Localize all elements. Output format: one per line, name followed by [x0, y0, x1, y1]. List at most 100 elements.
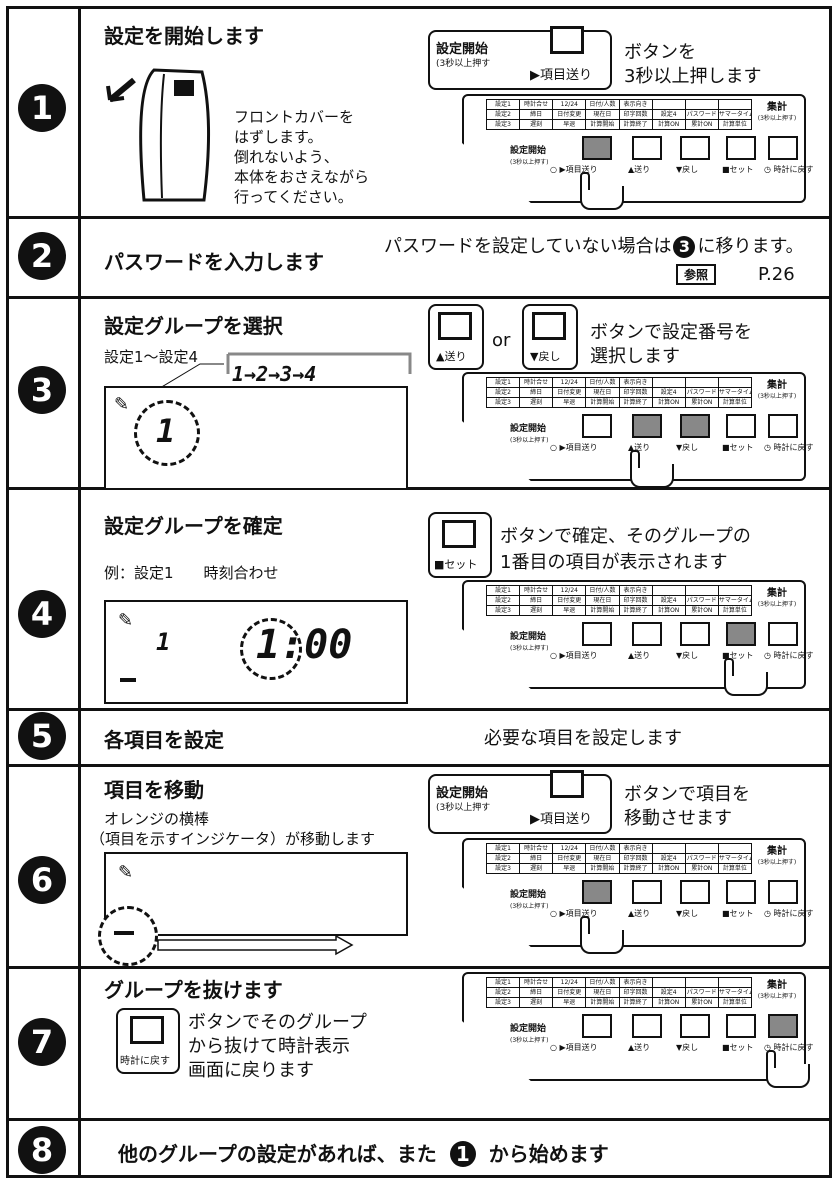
function-grid-cell: 早退 [553, 398, 587, 407]
function-grid-cell: 設定3 [487, 120, 521, 129]
button-label-item: ▶項目送り [530, 68, 592, 83]
setting-start-button-callout[interactable]: 設定開始 (3秒以上押す ▶項目送り [428, 770, 612, 834]
cover-line: 倒れないよう、 [234, 148, 339, 166]
total-button-label[interactable]: 集計(3秒以上押す) [754, 980, 800, 1002]
panel-button-label: ▲送り [628, 165, 651, 174]
function-grid-cell: 設定2 [487, 388, 521, 397]
panel-button[interactable] [726, 880, 756, 904]
step-1-instruction: 3秒以上押します [624, 66, 762, 87]
function-grid-cell: 設定4 [653, 110, 686, 119]
indicator-bar [120, 678, 136, 682]
panel-button[interactable] [680, 622, 710, 646]
function-grid-cell: 設定1 [487, 844, 521, 853]
panel-button-label: ◷ 時計に戻す [764, 909, 814, 918]
panel-button[interactable] [632, 880, 662, 904]
panel-button[interactable] [768, 136, 798, 160]
step-ref-badge: 3 [673, 236, 696, 258]
step-7-title: グループを抜けます [104, 978, 283, 1002]
start-label: 設定開始 [510, 424, 547, 434]
panel-button[interactable] [632, 1014, 662, 1038]
function-grid-cell: 計算終了 [620, 120, 653, 129]
step-number-7: 7 [18, 1018, 66, 1066]
function-grid-cell: 遅刻 [520, 606, 554, 615]
clock-return-button-callout[interactable]: 時計に戻す [116, 1008, 180, 1074]
up-button-callout[interactable]: ▲送り [428, 304, 484, 370]
function-grid-cell: 計算ON [653, 398, 686, 407]
panel-button[interactable] [768, 414, 798, 438]
step-8-title: 他のグループの設定があれば、また 1 から始めます [118, 1138, 609, 1167]
function-grid-cell [686, 586, 719, 595]
panel-button[interactable] [768, 622, 798, 646]
function-grid-cell: サマータイム [718, 389, 751, 396]
step-1-instruction: ボタンを [624, 42, 696, 63]
panel-button[interactable] [632, 414, 662, 438]
row-divider [6, 764, 832, 767]
function-grid-cell [653, 100, 686, 109]
panel-button[interactable] [726, 622, 756, 646]
total-button-label[interactable]: 集計(3秒以上押す) [754, 846, 800, 868]
function-grid-cell: パスワード [686, 854, 719, 863]
panel-button[interactable] [768, 880, 798, 904]
panel-button[interactable] [582, 414, 612, 438]
panel-button[interactable] [582, 622, 612, 646]
function-grid-cell: 時計合せ [520, 378, 554, 387]
panel-button[interactable] [726, 414, 756, 438]
step-number-1: 1 [18, 84, 66, 132]
panel-button[interactable] [726, 136, 756, 160]
function-grid-cell: 遅刻 [520, 398, 554, 407]
function-grid-cell: 表示向き [620, 586, 653, 595]
function-grid-cell: 日付変更 [553, 596, 587, 605]
panel-button[interactable] [768, 1014, 798, 1038]
blink-indicator [240, 618, 302, 680]
function-grid-cell: 印字回数 [620, 596, 653, 605]
panel-button[interactable] [680, 880, 710, 904]
step-1-title: 設定を開始します [104, 24, 264, 48]
row-divider [6, 708, 832, 711]
panel-button[interactable] [680, 136, 710, 160]
cover-line: はずします。 [234, 128, 323, 146]
panel-button[interactable] [726, 1014, 756, 1038]
function-grid-cell: 遅刻 [520, 120, 554, 129]
step-3-instruction: ボタンで設定番号を [590, 322, 752, 343]
function-grid-cell: 日付変更 [553, 854, 587, 863]
start-label: 設定開始 [510, 890, 547, 900]
down-button-callout[interactable]: ▼戻し [522, 304, 578, 370]
panel-button[interactable] [632, 136, 662, 160]
function-grid-cell: 計算終了 [620, 398, 653, 407]
total-button-label[interactable]: 集計(3秒以上押す) [754, 380, 800, 402]
total-button-label[interactable]: 集計(3秒以上押す) [754, 102, 800, 124]
panel-button[interactable] [582, 136, 612, 160]
setting-start-button-callout[interactable]: 設定開始 (3秒以上押す ▶項目送り [428, 26, 612, 90]
or-text: or [492, 330, 511, 351]
panel-button[interactable] [680, 414, 710, 438]
total-button-label[interactable]: 集計(3秒以上押す) [754, 588, 800, 610]
function-grid-cell: 設定3 [487, 606, 521, 615]
button-label: 設定開始 [436, 786, 489, 801]
function-grid-cell: 印字回数 [620, 854, 653, 863]
panel-button[interactable] [680, 1014, 710, 1038]
function-grid-row: 設定2締日日付変更現在日印字回数設定4パスワードサマータイム [487, 988, 751, 998]
set-button-callout[interactable]: ■セット [428, 512, 492, 578]
panel-button-label: ○ ▶項目送り [550, 909, 598, 918]
panel-button[interactable] [582, 1014, 612, 1038]
function-grid-cell: 締日 [520, 854, 554, 863]
step-7-instruction: 画面に戻ります [188, 1060, 314, 1081]
function-grid-cell: 12/24 [553, 844, 587, 853]
step-ref-badge: 1 [449, 1141, 476, 1167]
function-grid-cell [653, 844, 686, 853]
step-4-title: 設定グループを確定 [104, 514, 283, 538]
button-label-item: ▶項目送り [530, 812, 592, 827]
step-6-instruction: 移動させます [624, 808, 732, 829]
function-grid-cell: 日付変更 [553, 988, 587, 997]
button-label: ■セット [434, 558, 478, 571]
panel-button[interactable] [582, 880, 612, 904]
function-grid-row: 設定2締日日付変更現在日印字回数設定4パスワードサマータイム [487, 110, 751, 120]
function-grid-cell: 累計ON [686, 998, 719, 1007]
panel-button[interactable] [632, 622, 662, 646]
step-7-instruction: から抜けて時計表示 [188, 1036, 350, 1057]
